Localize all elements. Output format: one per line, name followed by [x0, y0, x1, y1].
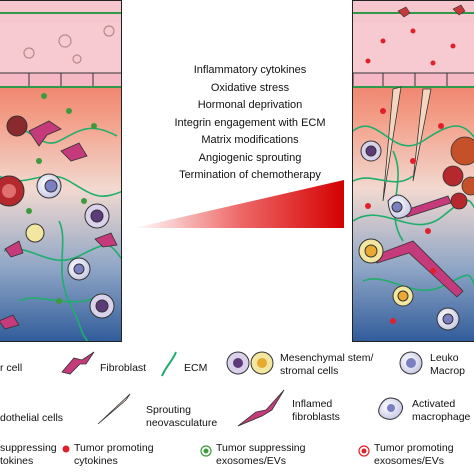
legend-promoting-cytokine-label-line1: Tumor promoting	[74, 442, 154, 454]
legend-leukocyte-label-line1: Leuko	[430, 352, 459, 364]
legend-suppressing-exosome-label-line1: Tumor suppressing	[216, 442, 306, 454]
legend-activated-label-line2: macrophage	[412, 411, 471, 423]
factor-item: Termination of chemotherapy	[179, 169, 321, 181]
legend-promoting-cytokine-label-line2: cytokines	[74, 455, 118, 467]
red-ring-dot-icon	[358, 445, 370, 457]
legend-ecm-label: ECM	[184, 362, 208, 374]
legend-msc-label-line1: Mesenchymal stem/	[280, 352, 374, 364]
left-tissue-illustration	[0, 1, 121, 341]
blood-vessel	[353, 1, 474, 88]
tumor-cluster	[442, 136, 474, 210]
blood-vessel	[0, 1, 121, 88]
factor-item: Angiogenic sprouting	[198, 151, 302, 164]
factor-item: Integrin engagement with ECM	[174, 116, 326, 129]
leukocyte-icon	[399, 351, 423, 375]
green-ring-dot-icon	[200, 445, 212, 457]
tumor-cells	[0, 115, 28, 207]
red-dot-icon	[62, 445, 70, 453]
legend-activated-label-line1: Activated	[412, 398, 456, 410]
legend-tumor-cell-label: r cell	[0, 362, 23, 374]
legend-inflamed-label-line1: Inflamed	[292, 398, 333, 410]
legend-promoting-exosome-label-line1: Tumor promoting	[374, 442, 454, 454]
cytokine-dots	[26, 93, 97, 304]
right-tissue-panel	[352, 0, 474, 342]
factor-item: Inflammatory cytokines	[193, 64, 307, 76]
legend-leukocyte-label-line2: Macrop	[430, 365, 466, 377]
legend-suppressing-cytokine-label-line1: suppressing	[0, 442, 57, 454]
legend-promoting-exosome-label-line2: exosomes/EVs	[374, 455, 445, 467]
legend-suppressing-exosome-label-line2: exosomes/EVs	[216, 455, 287, 467]
left-tissue-panel	[0, 0, 122, 342]
legend-endothelial-label: dothelial cells	[0, 412, 64, 424]
tumor-promoting-cytokines	[365, 108, 444, 324]
legend-msc-label-line2: stromal cells	[280, 365, 339, 377]
sprouting-vessel-icon	[97, 393, 131, 425]
stromal-cell-icon	[226, 351, 274, 375]
factor-item: Hormonal deprivation	[197, 99, 303, 111]
legend-sprouting-label-line2: neovasculature	[146, 417, 218, 429]
legend-suppressing-cytokine-label-line2: tokines	[0, 455, 34, 467]
ecm-fiber-icon	[161, 351, 177, 377]
immune-cells	[358, 140, 460, 331]
sprouting-vessels	[382, 86, 432, 202]
inflamed-fibroblast-icon	[237, 389, 285, 427]
increasing-gradient-wedge	[134, 180, 344, 228]
microenvironment-factors-list: Inflammatory cytokines Oxidative stress …	[150, 62, 350, 185]
factor-item: Matrix modifications	[201, 134, 299, 146]
fibroblasts	[0, 120, 118, 330]
ecm-fibers	[353, 125, 474, 292]
immune-cells	[25, 173, 115, 319]
activated-macrophage-icon	[378, 397, 404, 420]
legend-sprouting-label-line1: Sprouting	[146, 404, 191, 416]
inflamed-fibroblasts	[372, 195, 464, 298]
legend-inflamed-label-line2: fibroblasts	[292, 411, 340, 423]
legend-fibroblast-label: Fibroblast	[100, 362, 147, 374]
right-tissue-illustration	[353, 1, 474, 341]
factor-item: Oxidative stress	[210, 81, 290, 94]
fibroblast-icon	[61, 351, 95, 375]
